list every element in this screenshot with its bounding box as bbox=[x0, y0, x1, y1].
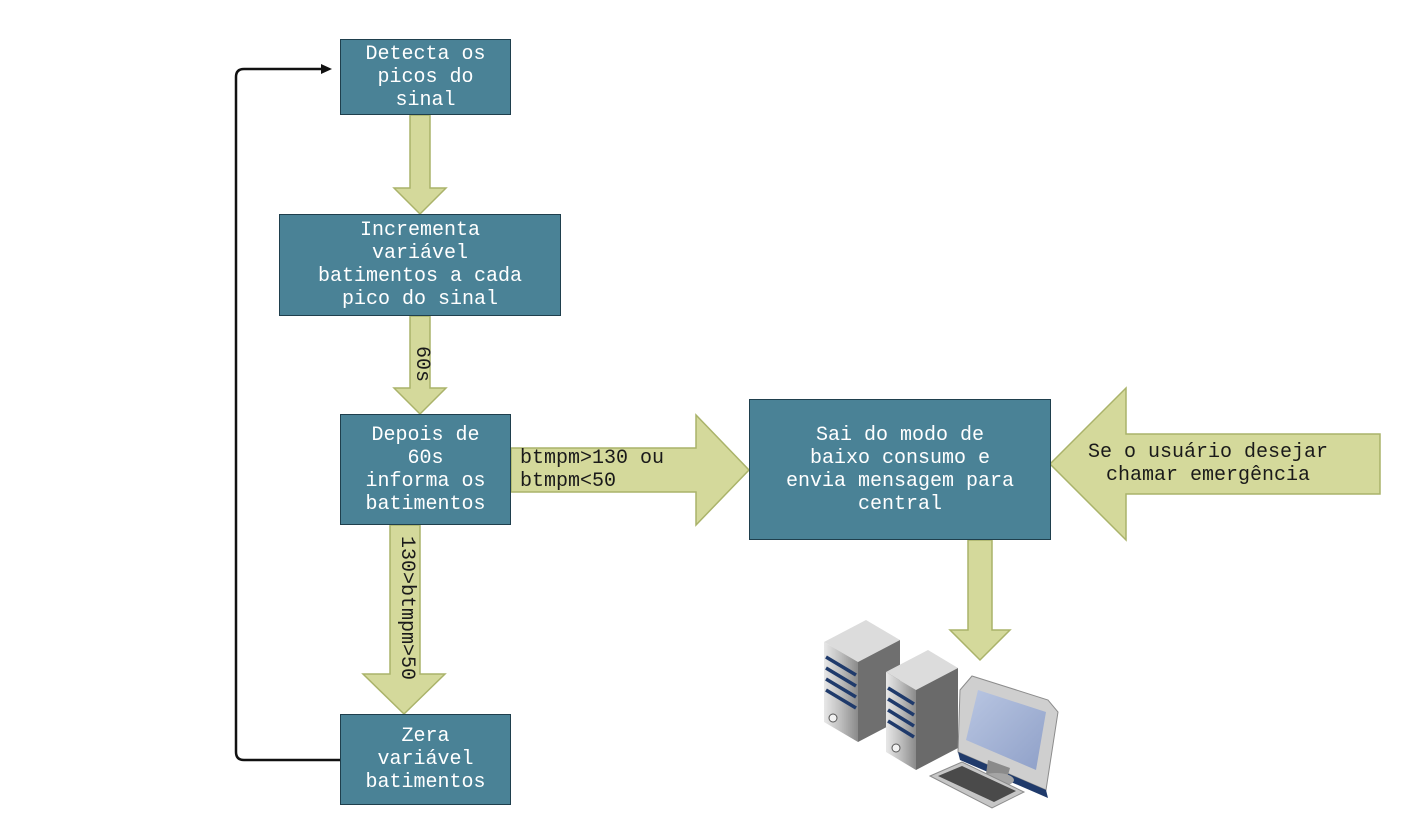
arrow-emergency bbox=[1048, 386, 1381, 542]
arrow-detect-to-increment bbox=[392, 114, 448, 216]
box-detect-peaks: Detecta os picos do sinal bbox=[340, 39, 511, 115]
label-abnormal-range: btmpm>130 ou btmpm<50 bbox=[520, 447, 665, 493]
loop-back-connector bbox=[234, 64, 340, 762]
computer-icon bbox=[928, 675, 1059, 809]
arrow-exit-to-central bbox=[948, 539, 1012, 662]
arrow-report-to-reset bbox=[361, 524, 447, 716]
label-timer-60s: 60s bbox=[410, 346, 433, 383]
box-increment-beats: Incrementa variável batimentos a cada pi… bbox=[279, 214, 561, 316]
label-emergency: Se o usuário desejar chamar emergência bbox=[1087, 441, 1329, 487]
label-normal-range: 130>btmpm>50 bbox=[395, 536, 418, 681]
box-exit-low-power: Sai do modo de baixo consumo e envia men… bbox=[749, 399, 1051, 540]
arrow-report-to-exit bbox=[510, 413, 751, 527]
box-report-beats: Depois de 60s informa os batimentos bbox=[340, 414, 511, 525]
box-reset-beats: Zera variável batimentos bbox=[340, 714, 511, 805]
arrow-increment-to-report bbox=[392, 315, 448, 416]
server-icon bbox=[824, 620, 958, 770]
